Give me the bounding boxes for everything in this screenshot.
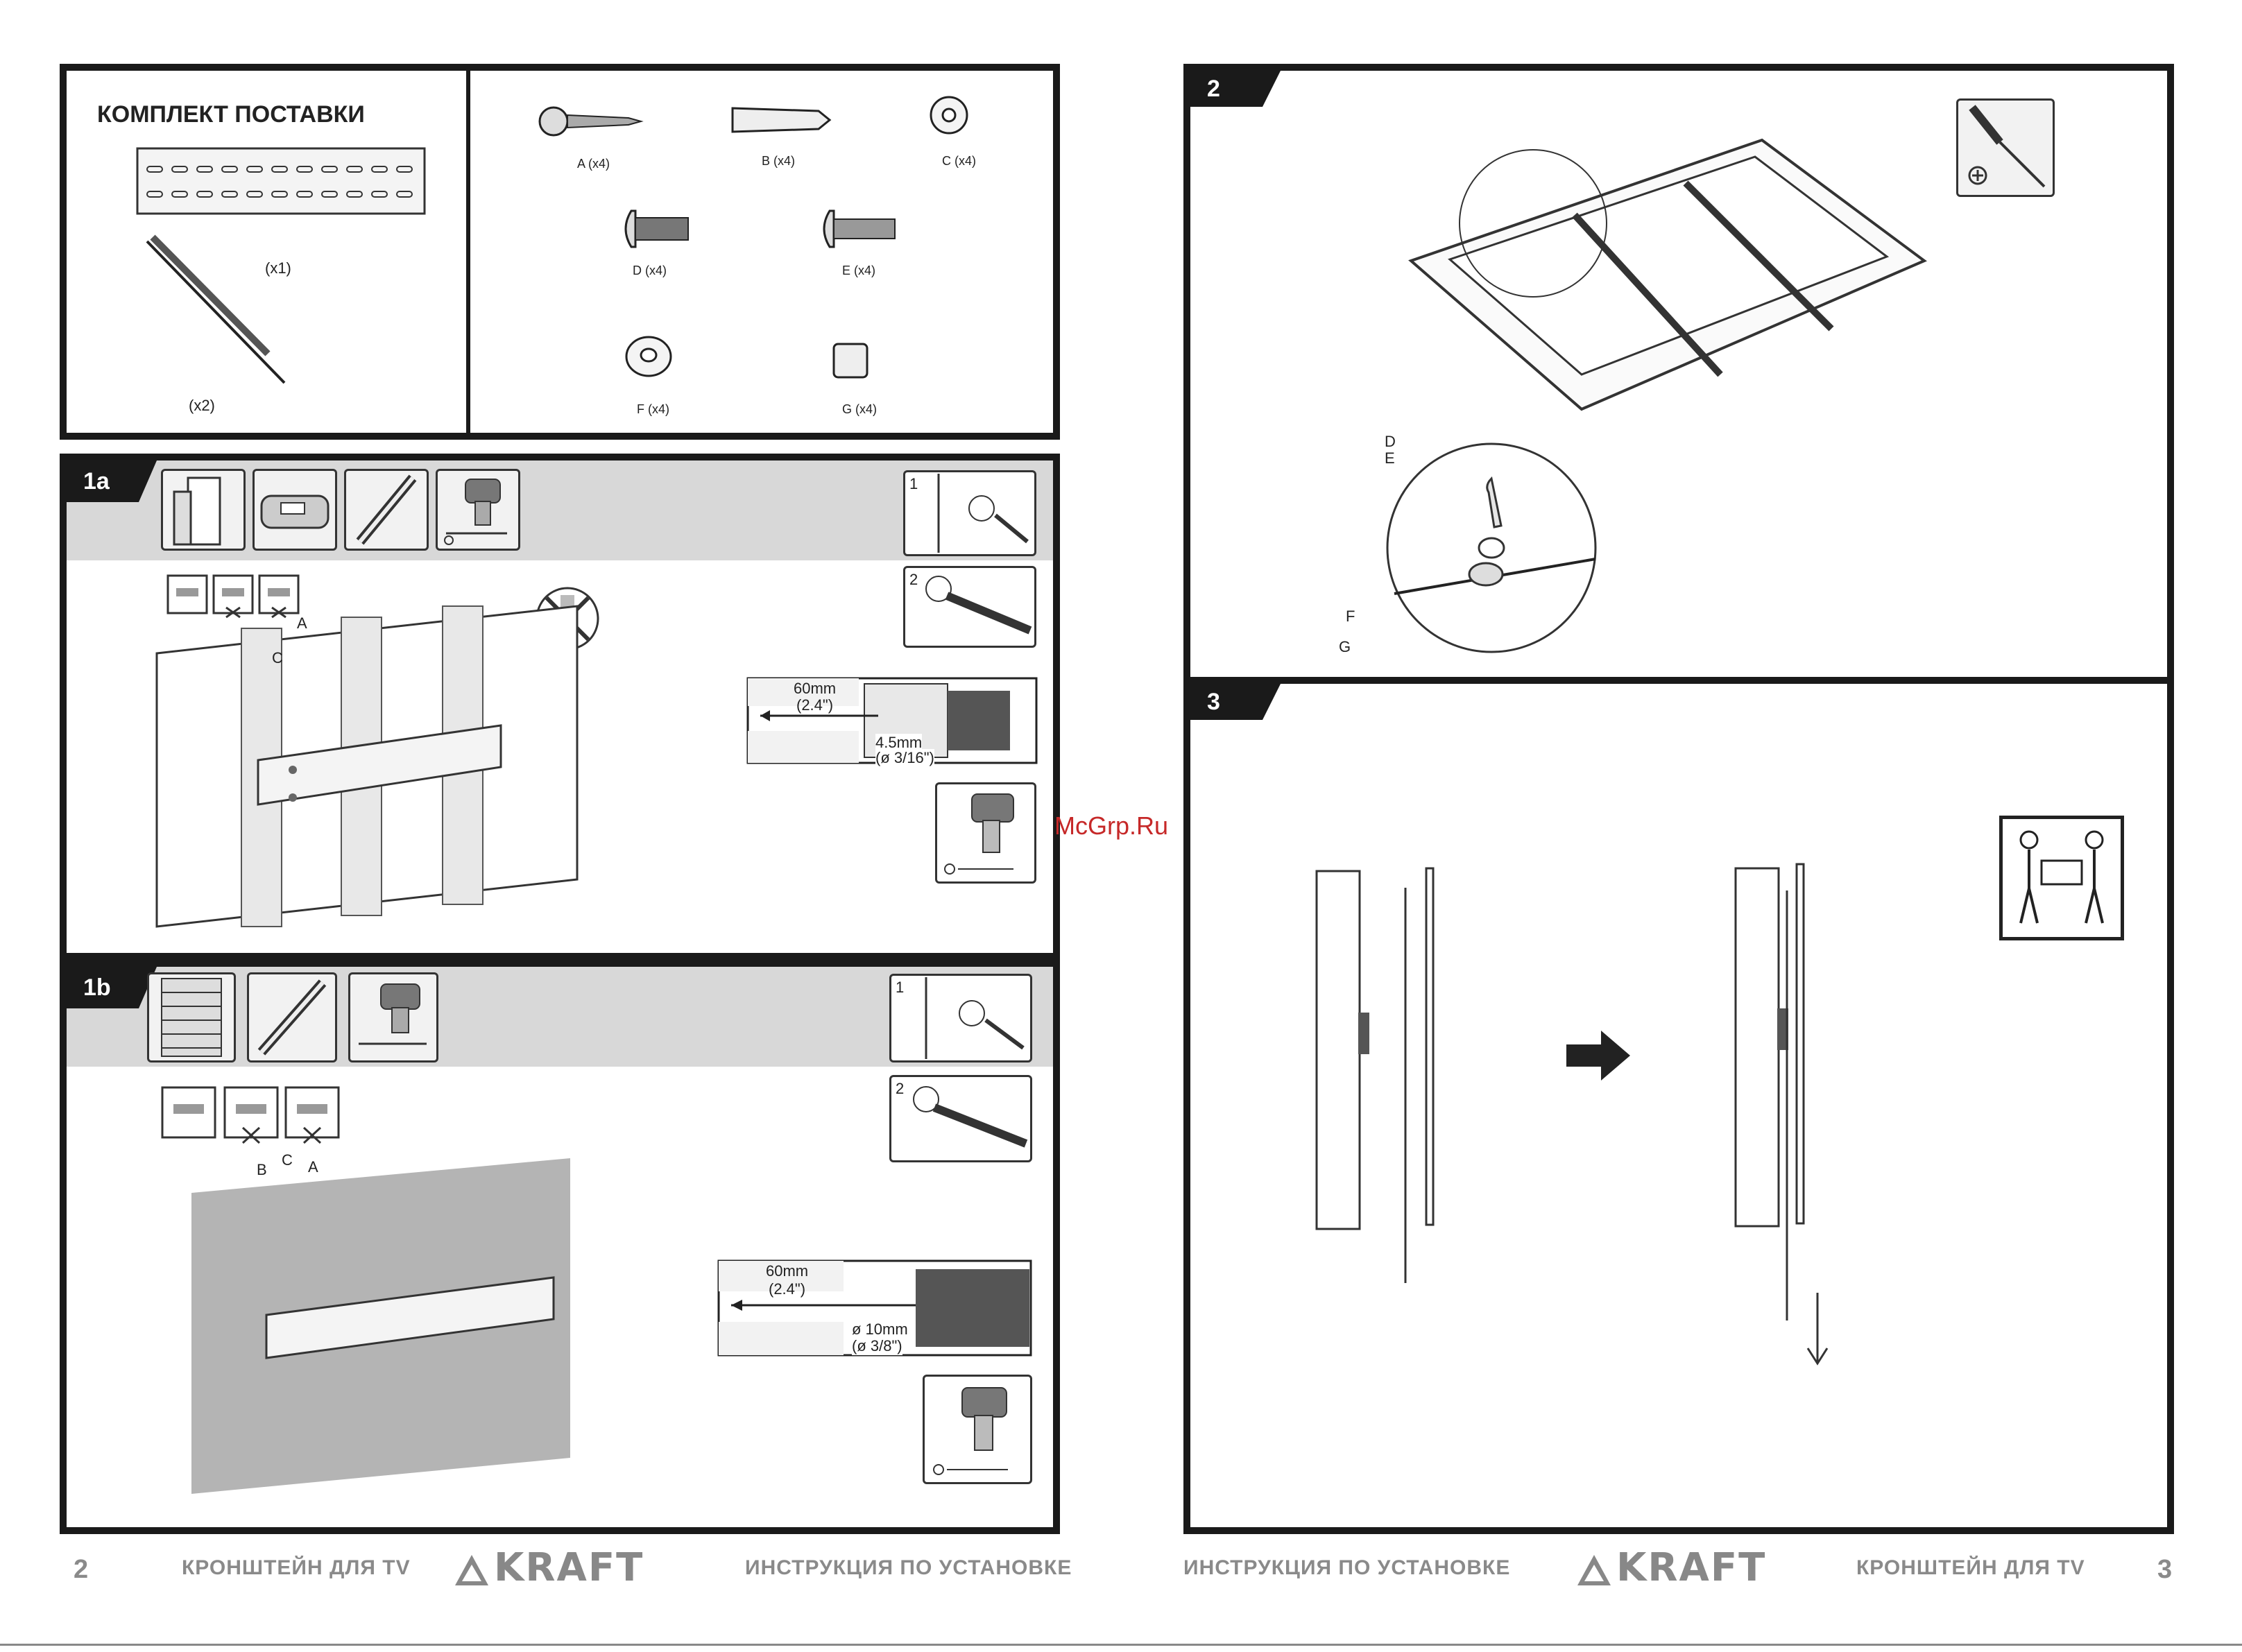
part-g-label: G (x4) [842,402,877,417]
step-1a-callout-a: A [297,614,307,633]
step-1b-mark-box: 1 [889,974,1032,1062]
step-3-wall-before [1315,867,1454,1297]
footer-left-manual: ИНСТРУКЦИЯ ПО УСТАНОВКЕ [745,1556,1072,1580]
pencil-icon [344,469,429,551]
step-3-wall-after [1734,863,1859,1376]
wood-stud-icon [161,469,246,551]
step-3-arrow-right-icon [1565,1029,1632,1082]
part-c-label: C (x4) [942,154,976,169]
part-a-screw-icon [538,104,642,139]
footer-brand-left: KRAFT [494,1545,644,1590]
step-2-callout-g: G [1339,638,1351,656]
brick-wall-icon [147,972,236,1062]
bottom-rule [0,1644,2242,1646]
stud-finder-icon [253,469,337,551]
part-f-washer-icon [624,334,673,379]
step-1a-mark-box: 1 [903,470,1036,556]
step-1a-dia-inch: (ø 3/16") [875,749,934,767]
step-1b-concrete-wall [190,1157,579,1497]
pencil-icon-1b [247,972,337,1062]
step-1b-callout-c: C [282,1151,293,1169]
step-1b-drill-screw-box [923,1375,1032,1484]
kraft-logo-icon-left [454,1554,490,1587]
step-2-detail-circle [1380,437,1602,659]
step-1b-callout-b: B [257,1161,267,1179]
step-2-callout-d: D [1385,433,1396,451]
step-1a-wall-drawing [154,603,584,929]
part-d-label: D (x4) [633,264,667,278]
step-2-tv-back-drawing [1408,132,1963,423]
screwdriver-icon [1956,98,2055,197]
part-e-label: E (x4) [842,264,875,278]
kit-divider [466,69,470,434]
part-c-washer-icon [928,94,970,136]
step-1b-depth-inch: (2.4") [769,1280,805,1298]
step-1b-drill-box: 2 [889,1075,1032,1162]
step-1a-callout-c: C [272,649,283,667]
part-b-anchor-icon [728,104,832,136]
part-b-label: B (x4) [762,154,795,169]
step-1a-drill-box: 2 [903,566,1036,648]
kit-rail [136,147,427,216]
kit-arm [143,236,296,388]
arm-qty: (x2) [189,397,215,415]
step-1a-depth-label: 60mm [794,680,836,698]
part-e-bolt-icon [816,208,899,250]
part-a-label: A (x4) [577,157,610,171]
step-1b-callout-a: A [308,1158,318,1176]
footer-right-manual: ИНСТРУКЦИЯ ПО УСТАНОВКЕ [1183,1556,1510,1580]
step-1b-dia-label: ø 10mm [852,1320,908,1339]
part-f-label: F (x4) [637,402,669,417]
footer-brand-right: KRAFT [1616,1545,1766,1590]
footer-left-product: КРОНШТЕЙН ДЛЯ TV [182,1556,411,1580]
step-1b-depth-label: 60mm [766,1262,808,1280]
kraft-logo-icon-right [1576,1554,1612,1587]
watermark: McGrp.Ru [1054,811,1168,841]
two-person-lift-icon [1999,816,2124,940]
step-1b-dia-inch: (ø 3/8") [852,1337,902,1355]
step-1b-level-icons [161,1085,341,1143]
part-d-bolt-icon [617,208,694,250]
step-1a-depth-inch: (2.4") [796,696,833,714]
footer-left-page-number: 2 [74,1555,89,1585]
step-2-callout-f: F [1346,608,1355,626]
part-g-spacer-icon [831,340,870,381]
footer-right-page-number: 3 [2157,1555,2173,1585]
kit-title: КОМПЛЕКТ ПОСТАВКИ [97,101,365,128]
step-1a-drill-screw-box [935,782,1036,884]
drill-icon-1b [348,972,438,1062]
drill-icon [436,469,520,551]
footer-right-product: КРОНШТЕЙН ДЛЯ TV [1856,1556,2085,1580]
step-2-callout-e: E [1385,449,1395,467]
